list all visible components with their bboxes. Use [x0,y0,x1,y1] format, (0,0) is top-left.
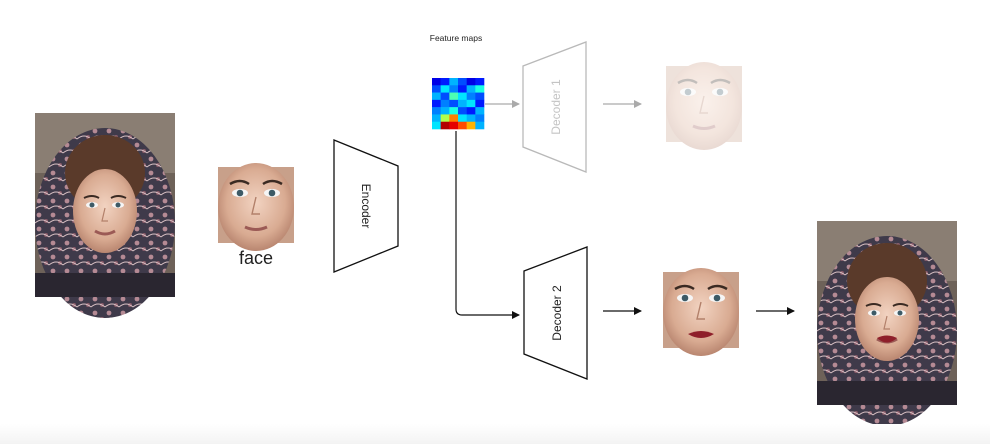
feature-map-cell [466,99,476,108]
feature-map-heatmap [432,78,485,130]
decoder2-label: Decoder 2 [550,285,564,341]
feature-map-cell [440,107,450,115]
decoder1-output-face-image [664,60,744,152]
feature-map-cell [432,85,441,93]
feature-map-cell [432,78,441,86]
feature-map-cell [458,121,467,130]
feature-map-cell [440,114,450,123]
generated-face-crop-image [661,266,741,358]
feature-map-cell [475,114,485,123]
feature-map-cell [449,85,459,93]
bottom-fade [0,424,990,444]
feature-map-cell [449,107,459,115]
feature-map-cell [440,92,450,101]
feature-map-cell [440,78,450,86]
feature-map-cell [449,121,459,130]
feature-map-cell [458,107,467,115]
feature-maps-label: Feature maps [430,33,482,43]
face-crop-image [216,161,296,253]
face-label: face [239,248,273,268]
feature-map-cell [466,85,476,93]
feature-map-cell [466,107,476,115]
feature-map-cell [449,114,459,123]
feature-map-cell [449,78,459,86]
feature-map-cell [466,121,476,130]
feature-map-cell [466,114,476,123]
feature-map-cell [458,92,467,101]
encoder-block [333,139,399,273]
decoder1-label: Decoder 1 [549,79,563,135]
feature-map-cell [458,78,467,86]
feature-map-cell [440,121,450,130]
feature-map-cell [475,78,485,86]
decoder1-block [522,41,587,173]
feature-map-cell [475,121,485,130]
feature-map-cell [458,85,467,93]
encoder-label: Encoder [359,184,373,229]
feature-map-cell [432,107,441,115]
feature-map-cell [440,85,450,93]
feature-map-cell [440,99,450,108]
feature-map-cell [432,114,441,123]
feature-map-cell [466,78,476,86]
feature-map-cell [458,99,467,108]
decoder2-block [523,246,588,380]
output-portrait-image [815,219,959,428]
feature-map-cell [432,121,441,130]
feature-map-cell [475,107,485,115]
feature-map-cell [475,92,485,101]
feature-map-cell [466,92,476,101]
input-portrait-image [33,111,177,320]
feature-map-cell [475,99,485,108]
feature-map-cell [449,92,459,101]
feature-map-cell [475,85,485,93]
feature-map-cell [449,99,459,108]
arrow-featuremap-to-decoder2 [455,131,520,319]
feature-map-cell [432,99,441,108]
feature-map-cell [432,92,441,101]
feature-map-cell [458,114,467,123]
